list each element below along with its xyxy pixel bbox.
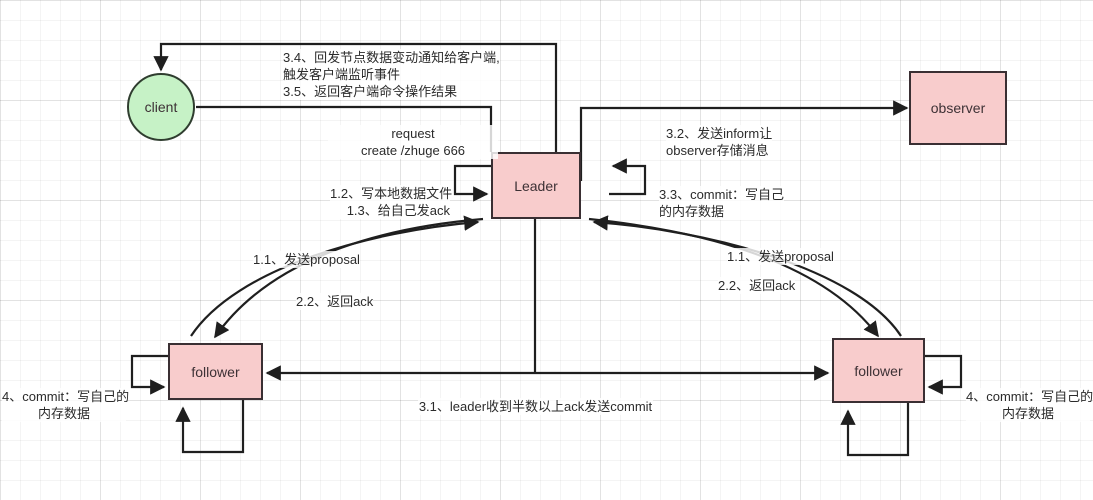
label-commit-broadcast: 3.1、leader收到半数以上ack发送commit	[418, 398, 653, 415]
label-leader-commit-self: 3.3、commit：写自己 的内存数据	[659, 186, 784, 220]
edge-leader-commit-self	[609, 158, 647, 196]
label-follower-right-write: 2.1、写本地数据文件	[812, 466, 934, 500]
node-leader[interactable]: Leader	[491, 152, 581, 219]
node-follower-left[interactable]: follower	[168, 343, 263, 400]
edge-follower-left-write-self	[175, 400, 245, 454]
label-ack-right: 2.2、返回ack	[718, 277, 796, 294]
edge-follower-right-commit-self	[925, 354, 963, 395]
label-follower-right-commit: 4、commit：写自己的 内存数据	[966, 388, 1093, 422]
node-follower-right[interactable]: follower	[832, 338, 925, 403]
label-ack-left: 2.2、返回ack	[296, 293, 374, 310]
node-observer-label: observer	[930, 100, 986, 116]
label-request: request create /zhuge 666	[328, 91, 498, 193]
edge-leader-to-observer	[579, 100, 909, 181]
label-follower-left-commit: 4、commit：写自己的 内存数据	[2, 388, 130, 422]
edge-follower-right-write-self	[840, 403, 910, 457]
node-follower-left-label: follower	[191, 363, 240, 380]
node-client[interactable]: client	[127, 73, 195, 141]
edge-follower-left-commit-self	[130, 354, 168, 395]
label-proposal-right: 1.1、发送proposal	[727, 248, 834, 265]
edge-leader-self-write	[453, 164, 491, 202]
label-follower-left-write: 2.1、写本地数据文件	[141, 466, 263, 500]
label-leader-self-write: 1.2、写本地数据文件 1.3、给自己发ack	[330, 185, 453, 219]
node-observer[interactable]: observer	[909, 71, 1007, 145]
node-leader-label: Leader	[514, 177, 558, 194]
label-proposal-left: 1.1、发送proposal	[253, 251, 360, 268]
edge-leader-to-client	[153, 42, 558, 152]
node-follower-right-label: follower	[854, 362, 903, 379]
node-client-label: client	[144, 99, 178, 115]
label-inform-observer: 3.2、发送inform让 observer存储消息	[666, 125, 773, 159]
label-notify-client: 3.4、回发节点数据变动通知给客户端, 触发客户端监听事件 3.5、返回客户端命…	[283, 49, 500, 100]
